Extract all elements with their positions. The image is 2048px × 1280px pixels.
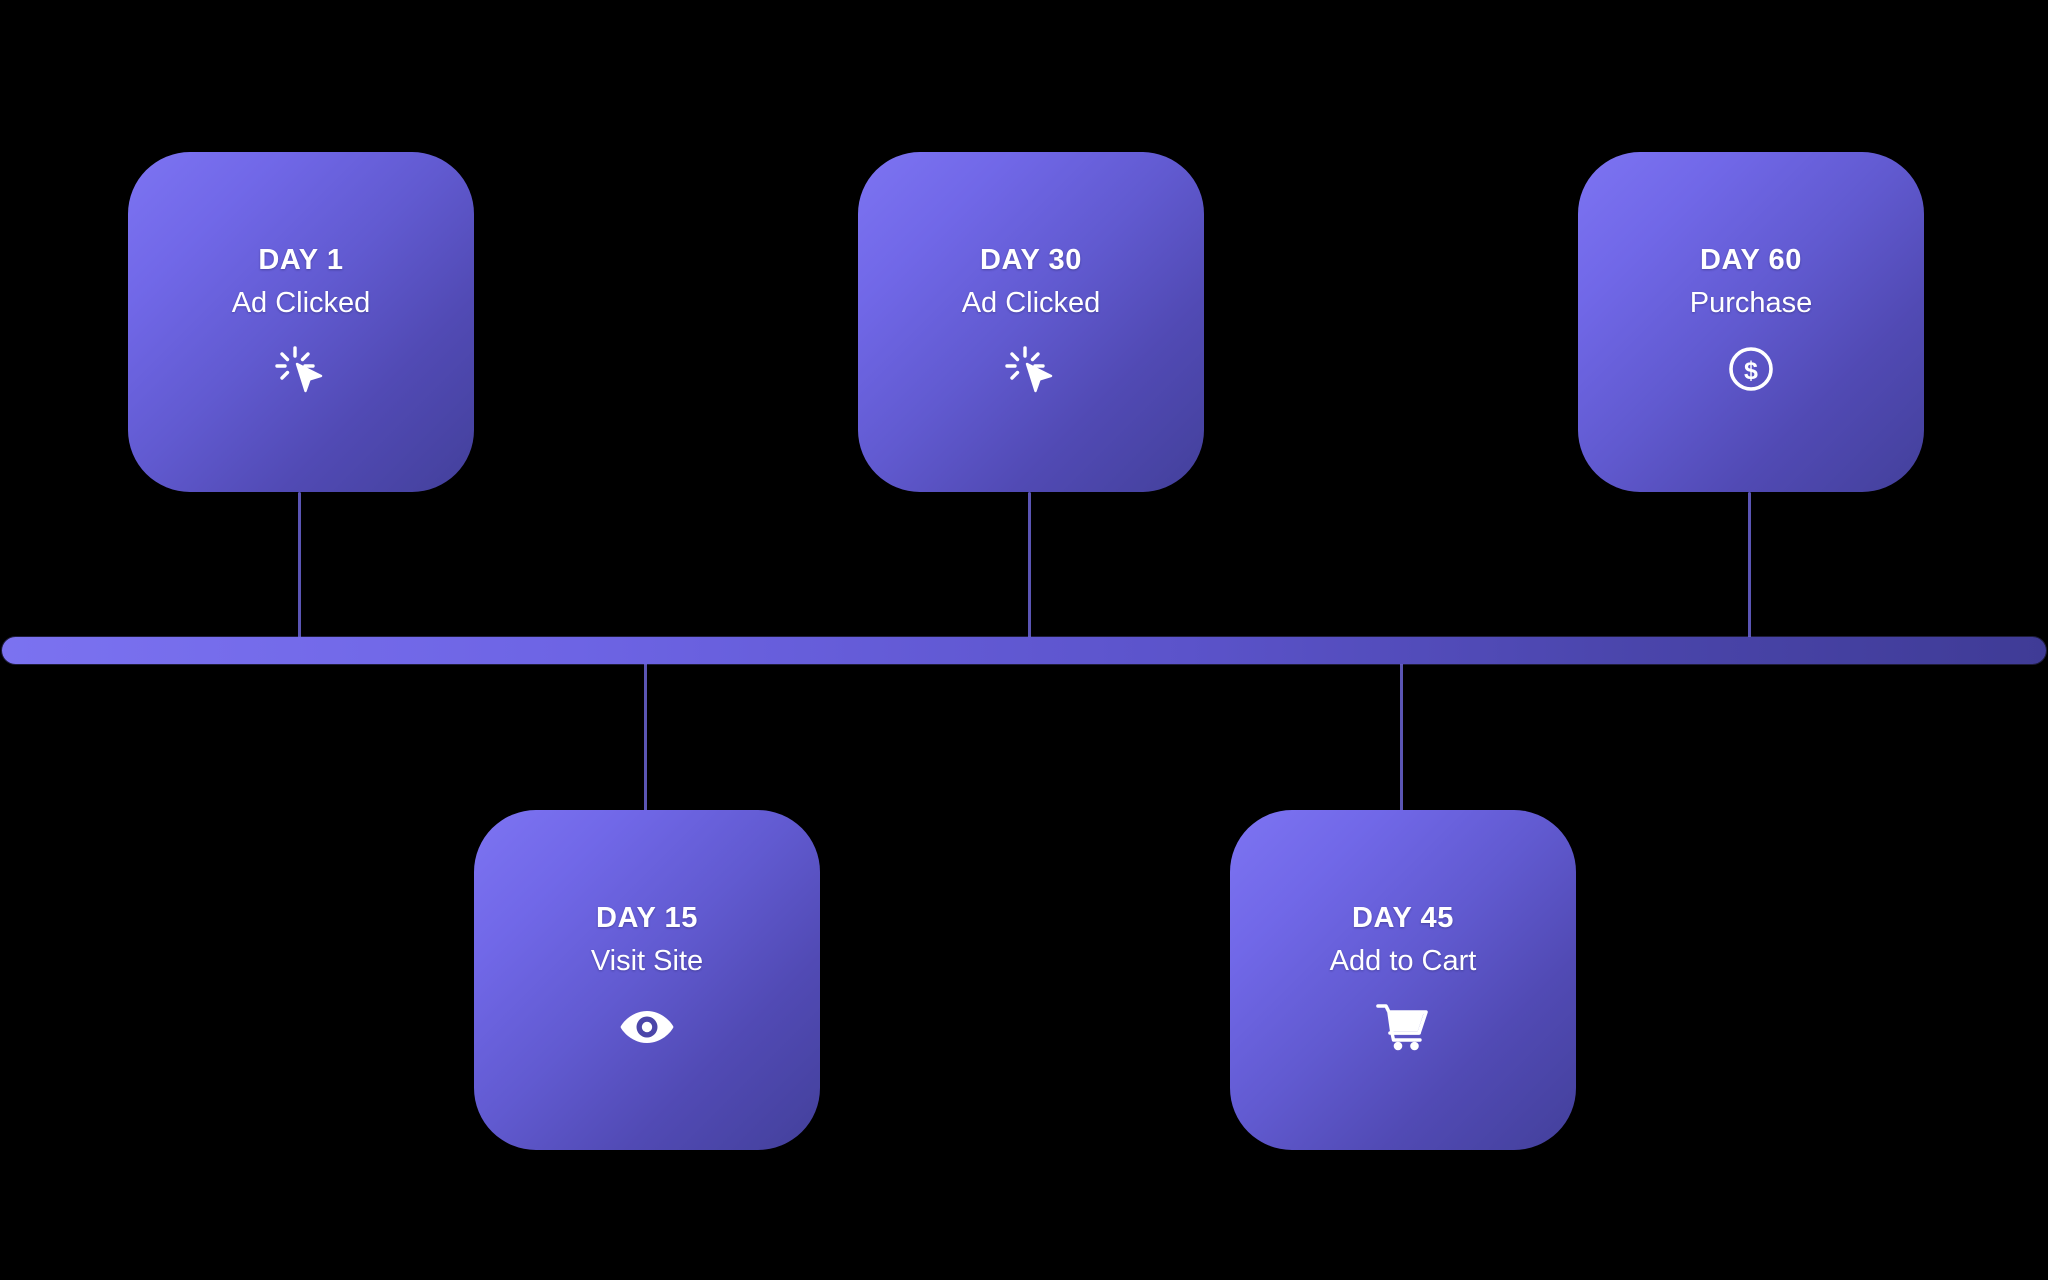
milestone-card-day-45[interactable]: DAY 45 Add to Cart xyxy=(1230,810,1576,1150)
connector-day-1 xyxy=(298,492,301,642)
connector-day-30 xyxy=(1028,492,1031,642)
milestone-event-label: Ad Clicked xyxy=(231,287,371,319)
milestone-day-label: DAY 60 xyxy=(1700,244,1802,276)
connector-day-45 xyxy=(1400,658,1403,813)
milestone-day-label: DAY 1 xyxy=(258,244,344,276)
svg-text:$: $ xyxy=(1744,357,1758,385)
milestone-day-label: DAY 15 xyxy=(596,902,698,934)
dollar-circle-icon: $ xyxy=(1722,340,1780,398)
milestone-event-label: Add to Cart xyxy=(1329,945,1477,977)
eye-icon xyxy=(618,998,676,1056)
connector-day-60 xyxy=(1748,492,1751,642)
shopping-cart-icon xyxy=(1374,998,1432,1056)
timeline-axis-bar xyxy=(2,637,2046,664)
connector-day-15 xyxy=(644,658,647,813)
milestone-card-day-1[interactable]: DAY 1 Ad Clicked xyxy=(128,152,474,492)
milestone-event-label: Ad Clicked xyxy=(961,287,1101,319)
milestone-event-label: Visit Site xyxy=(590,945,704,977)
milestone-card-day-30[interactable]: DAY 30 Ad Clicked xyxy=(858,152,1204,492)
milestone-card-day-15[interactable]: DAY 15 Visit Site xyxy=(474,810,820,1150)
cursor-click-icon xyxy=(1002,340,1060,398)
milestone-day-label: DAY 30 xyxy=(980,244,1082,276)
milestone-event-label: Purchase xyxy=(1689,287,1813,319)
milestone-card-day-60[interactable]: DAY 60 Purchase $ xyxy=(1578,152,1924,492)
cursor-click-icon xyxy=(272,340,330,398)
milestone-day-label: DAY 45 xyxy=(1352,902,1454,934)
